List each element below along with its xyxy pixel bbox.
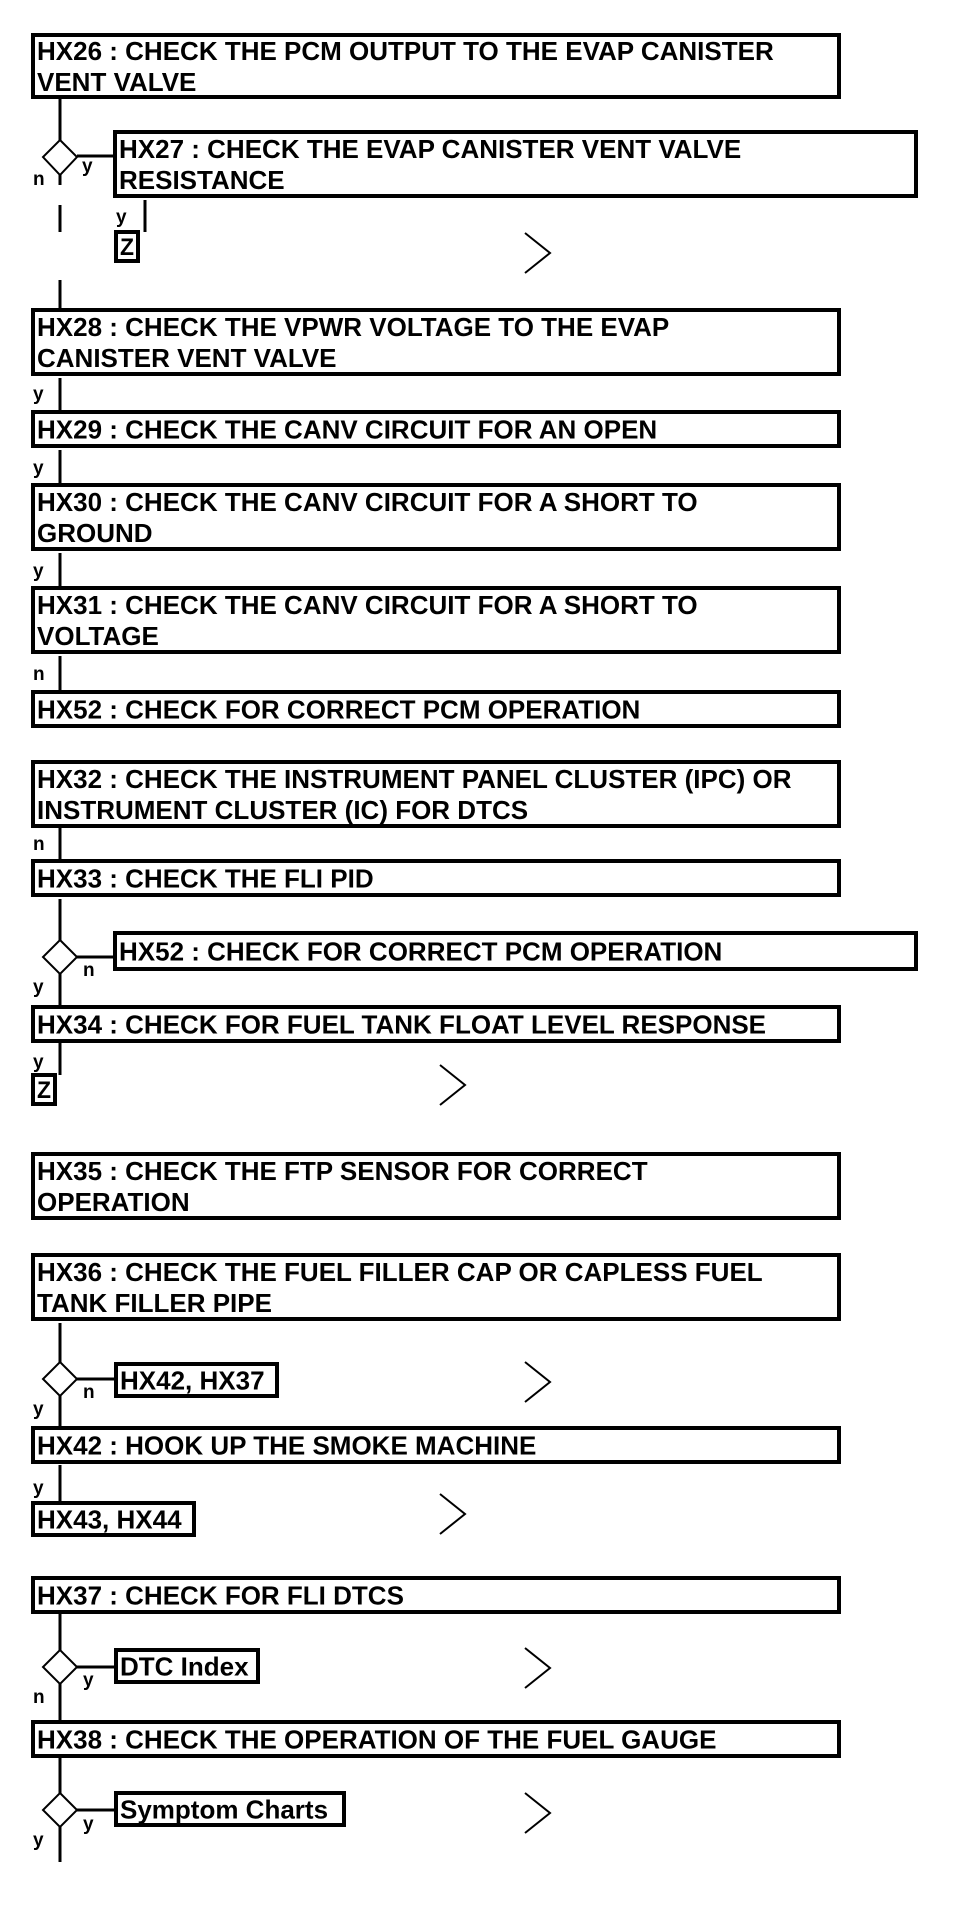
edge-label: y [33, 561, 44, 582]
step-text-line: HX36 : CHECK THE FUEL FILLER CAP OR CAPL… [37, 1257, 763, 1287]
step-hx26: HX26 : CHECK THE PCM OUTPUT TO THE EVAP … [31, 33, 841, 99]
edge-label: n [83, 1382, 95, 1403]
step-text-line: HX32 : CHECK THE INSTRUMENT PANEL CLUSTE… [37, 764, 792, 794]
step-hx30: HX30 : CHECK THE CANV CIRCUIT FOR A SHOR… [31, 483, 841, 551]
edge-label: n [33, 1687, 45, 1708]
step-symptom-charts: Symptom Charts [114, 1791, 346, 1827]
decision-diamond [41, 1360, 79, 1398]
edge-label: y [33, 384, 44, 405]
step-text-line: CANISTER VENT VALVE [37, 343, 337, 373]
step-text-line: HX42 : HOOK UP THE SMOKE MACHINE [37, 1430, 536, 1460]
step-text-line: VENT VALVE [37, 67, 196, 97]
step-text-line: HX30 : CHECK THE CANV CIRCUIT FOR A SHOR… [37, 487, 698, 517]
step-text-line: HX38 : CHECK THE OPERATION OF THE FUEL G… [37, 1724, 716, 1754]
step-text-line: HX34 : CHECK FOR FUEL TANK FLOAT LEVEL R… [37, 1009, 766, 1039]
step-text-line: DTC Index [120, 1651, 249, 1681]
step-text-line: VOLTAGE [37, 621, 159, 651]
step-hx28: HX28 : CHECK THE VPWR VOLTAGE TO THE EVA… [31, 308, 841, 376]
step-ref-hx42-hx37: HX42, HX37 [114, 1362, 279, 1398]
edge-label: y [83, 1670, 94, 1691]
chevron-right-icon [439, 1064, 467, 1106]
step-dtc-index: DTC Index [114, 1648, 260, 1684]
edge-label: y [33, 458, 44, 479]
step-hx33: HX33 : CHECK THE FLI PID [31, 859, 841, 897]
step-text-line: HX26 : CHECK THE PCM OUTPUT TO THE EVAP … [37, 36, 774, 66]
step-hx32: HX32 : CHECK THE INSTRUMENT PANEL CLUSTE… [31, 760, 841, 828]
step-z-ref-2: Z [31, 1073, 57, 1106]
step-ref-hx43-hx44: HX43, HX44 [31, 1501, 196, 1537]
step-hx34: HX34 : CHECK FOR FUEL TANK FLOAT LEVEL R… [31, 1005, 841, 1043]
step-text-line: HX52 : CHECK FOR CORRECT PCM OPERATION [37, 694, 640, 724]
step-hx37: HX37 : CHECK FOR FLI DTCS [31, 1576, 841, 1614]
step-text-line: OPERATION [37, 1187, 190, 1217]
edge-label: y [33, 977, 44, 998]
step-text-line: HX27 : CHECK THE EVAP CANISTER VENT VALV… [119, 134, 741, 164]
step-text-line: GROUND [37, 518, 153, 548]
chevrons [439, 232, 552, 1834]
edge-label: y [33, 1478, 44, 1499]
decision-diamond [41, 138, 79, 177]
edge-label: y [33, 1399, 44, 1420]
step-text-line: RESISTANCE [119, 165, 285, 195]
edge-label: y [33, 1830, 44, 1851]
step-text-line: Symptom Charts [120, 1794, 328, 1824]
step-hx38: HX38 : CHECK THE OPERATION OF THE FUEL G… [31, 1720, 841, 1758]
chevron-right-icon [524, 232, 552, 274]
step-text-line: HX43, HX44 [37, 1504, 182, 1534]
edge-label: y [83, 1814, 94, 1835]
edge-label: y [82, 156, 93, 177]
step-hx35: HX35 : CHECK THE FTP SENSOR FOR CORRECTO… [31, 1152, 841, 1220]
edge-label: y [116, 207, 127, 228]
edge-labels: n y y y y y n n n y y n y y y n y y [33, 156, 127, 1851]
step-hx36: HX36 : CHECK THE FUEL FILLER CAP OR CAPL… [31, 1253, 841, 1321]
edge-label: n [83, 960, 95, 981]
connector-lines [58, 97, 147, 1862]
step-hx29: HX29 : CHECK THE CANV CIRCUIT FOR AN OPE… [31, 410, 841, 448]
edge-label: y [33, 1052, 44, 1073]
step-text-line: HX42, HX37 [120, 1365, 265, 1395]
step-hx42: HX42 : HOOK UP THE SMOKE MACHINE [31, 1426, 841, 1464]
chevron-right-icon [524, 1647, 552, 1689]
step-text-line: HX35 : CHECK THE FTP SENSOR FOR CORRECT [37, 1156, 648, 1186]
decision-diamond [41, 1791, 79, 1829]
step-hx52: HX52 : CHECK FOR CORRECT PCM OPERATION [31, 690, 841, 728]
chevron-right-icon [439, 1493, 467, 1535]
step-hx31: HX31 : CHECK THE CANV CIRCUIT FOR A SHOR… [31, 586, 841, 654]
step-text-line: HX52 : CHECK FOR CORRECT PCM OPERATION [119, 936, 722, 966]
step-text-line: HX33 : CHECK THE FLI PID [37, 863, 374, 893]
step-text-line: INSTRUMENT CLUSTER (IC) FOR DTCS [37, 795, 528, 825]
chevron-right-icon [524, 1792, 552, 1834]
decision-diamond [41, 1648, 79, 1686]
step-text-line: HX29 : CHECK THE CANV CIRCUIT FOR AN OPE… [37, 414, 657, 444]
step-z-ref: Z [114, 230, 140, 263]
step-text-line: HX28 : CHECK THE VPWR VOLTAGE TO THE EVA… [37, 312, 669, 342]
edge-label: n [33, 664, 45, 685]
step-text-line: Z [37, 1077, 51, 1104]
chevron-right-icon [524, 1361, 552, 1403]
decision-diamond [41, 938, 79, 976]
edge-label: n [33, 834, 45, 855]
step-text-line: Z [120, 234, 134, 261]
edge-label: n [33, 169, 45, 190]
step-text-line: HX31 : CHECK THE CANV CIRCUIT FOR A SHOR… [37, 590, 698, 620]
decision-diamonds [41, 138, 79, 1829]
step-hx52-branch: HX52 : CHECK FOR CORRECT PCM OPERATION [113, 931, 918, 971]
step-text-line: TANK FILLER PIPE [37, 1288, 272, 1318]
step-hx27: HX27 : CHECK THE EVAP CANISTER VENT VALV… [113, 130, 918, 198]
step-text-line: HX37 : CHECK FOR FLI DTCS [37, 1580, 404, 1610]
